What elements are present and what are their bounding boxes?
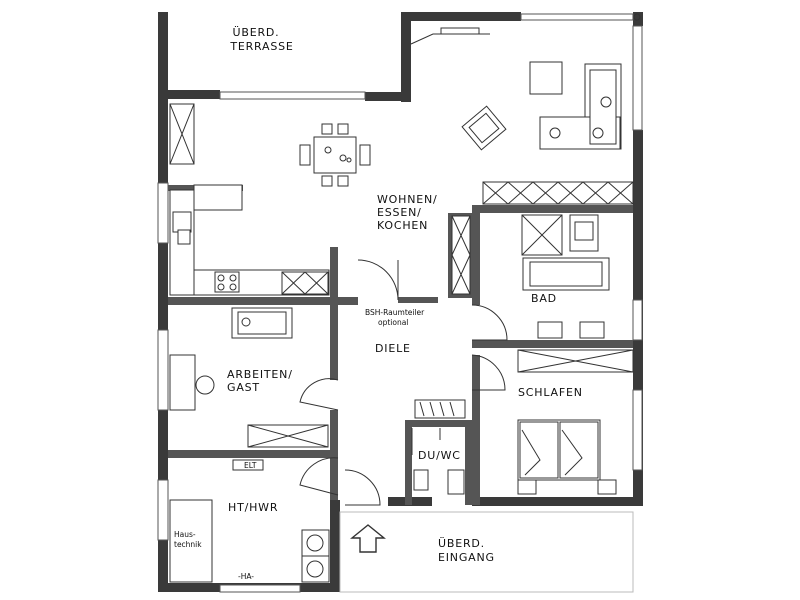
room-label-terrace: ÜBERD.	[233, 26, 280, 39]
doors	[299, 259, 508, 506]
note-divider: BSH-Raumteiler	[365, 308, 425, 317]
room-label-utility: HT/HWR	[228, 501, 278, 514]
room-label-living-2: ESSEN/	[377, 206, 422, 219]
furniture	[169, 61, 634, 593]
room-label-entrance-2: EINGANG	[438, 551, 495, 564]
room-label-living-3: KOCHEN	[377, 219, 428, 232]
room-label-hall: DIELE	[375, 342, 411, 355]
room-label-wc: DU/WC	[418, 449, 461, 462]
room-label-office: ARBEITEN/	[227, 368, 293, 381]
room-label-bath: BAD	[531, 292, 557, 305]
windows	[157, 13, 643, 593]
note-ha: -HA-	[238, 572, 254, 581]
labels: ÜBERD. TERRASSE WOHNEN/ ESSEN/ KOCHEN BA…	[174, 26, 583, 581]
note-tech: Haus-	[174, 530, 196, 539]
room-label-bedroom: SCHLAFEN	[518, 386, 583, 399]
note-tech-2: technik	[174, 540, 202, 549]
room-label-office-2: GAST	[227, 381, 260, 394]
room-label-entrance: ÜBERD.	[438, 537, 485, 550]
room-label-terrace-2: TERRASSE	[229, 40, 293, 53]
note-divider-2: optional	[378, 318, 408, 327]
note-elt: ELT	[244, 461, 257, 470]
room-label-living: WOHNEN/	[377, 193, 438, 206]
